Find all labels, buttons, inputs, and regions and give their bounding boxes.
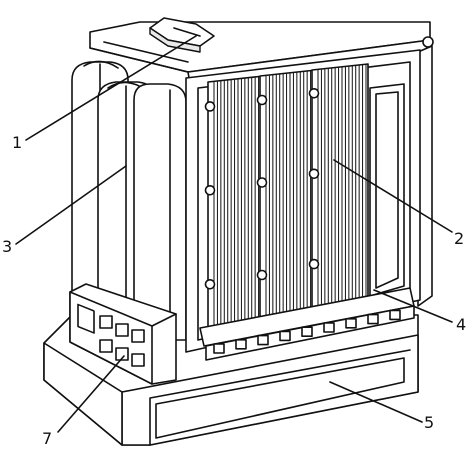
callout-5: 5 xyxy=(424,413,434,432)
leader-2 xyxy=(333,159,453,233)
leader-4 xyxy=(373,289,453,323)
leader-1 xyxy=(25,35,197,141)
mount-knob xyxy=(204,278,216,290)
rail-clamp xyxy=(323,322,335,333)
mount-knob xyxy=(308,258,320,270)
leader-5 xyxy=(329,381,423,423)
leader-3 xyxy=(15,165,127,245)
bottom-rail xyxy=(199,287,415,361)
mount-knob xyxy=(308,87,320,99)
callout-1: 1 xyxy=(12,133,22,152)
rail-clamp xyxy=(345,317,357,329)
leader-lines xyxy=(15,35,453,433)
top-handle xyxy=(149,17,215,53)
mount-knob xyxy=(256,269,268,281)
rail-clamp xyxy=(213,343,225,354)
rail-clamp xyxy=(257,334,269,346)
rail-clamp xyxy=(389,309,401,321)
rail-clamp xyxy=(367,313,379,325)
mount-knob xyxy=(256,94,268,106)
control-box xyxy=(69,283,177,385)
mount-knob xyxy=(204,185,216,196)
leader-7 xyxy=(57,355,125,433)
callout-2: 2 xyxy=(454,229,464,248)
mount-knob xyxy=(204,101,216,112)
callout-7: 7 xyxy=(42,429,52,448)
empty-slot xyxy=(369,83,405,297)
rail-clamp xyxy=(301,326,313,338)
callout-3: 3 xyxy=(2,237,12,256)
filter-plates xyxy=(204,63,369,331)
side-panel xyxy=(133,83,187,341)
rail-clamp xyxy=(279,330,291,342)
callout-4: 4 xyxy=(456,315,466,334)
mount-knob xyxy=(256,177,268,188)
rail-clamp xyxy=(235,338,247,350)
mount-knob xyxy=(308,168,320,180)
